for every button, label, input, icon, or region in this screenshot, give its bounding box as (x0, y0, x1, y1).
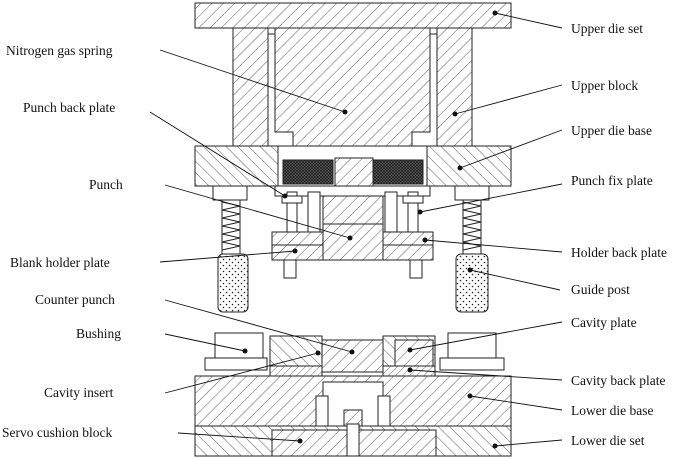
label-blank-holder-plate: Blank holder plate (10, 255, 110, 270)
dot-punch (347, 235, 353, 241)
leader-servo-cushion-block (177, 432, 301, 442)
dot-lower-die-set (492, 443, 498, 449)
leader-blank-holder-plate (159, 250, 296, 263)
upper-block-left-part (232, 27, 269, 147)
cavity-insert-top-left (394, 339, 434, 367)
holder-back-plate-part (382, 231, 434, 261)
dot-servo-cushion-block (297, 438, 303, 444)
label-punch-fix-plate: Punch fix plate (571, 173, 653, 188)
cavity-plate-left-part (269, 335, 323, 367)
label-cavity-plate: Cavity plate (571, 315, 637, 330)
upper-block-right-part (436, 27, 473, 147)
dot-cavity-back-plate (407, 367, 413, 373)
cavity-insert-part (269, 365, 323, 377)
bushing-right-collar (439, 357, 505, 371)
label-bushing: Bushing (76, 326, 121, 341)
pressure-pad-left-part (282, 159, 334, 185)
coil-spring-left (221, 201, 241, 251)
dot-lower-die-base (467, 393, 473, 399)
leader-bushing (164, 333, 246, 352)
label-upper-die-set: Upper die set (571, 21, 643, 36)
guide-post-left-part (217, 253, 249, 313)
spring-rod-center-right-part (384, 191, 398, 233)
blank-holder-plate-part (271, 231, 324, 261)
upper-die-set-part (194, 2, 512, 29)
leader-holder-back-plate (424, 239, 563, 253)
leader-punch-fix-plate (419, 183, 563, 213)
ejector-pin-right (377, 395, 391, 427)
leader-upper-die-base (459, 129, 563, 169)
leader-punch-back-plate (149, 111, 286, 197)
stop-pin-right-part (409, 259, 423, 279)
leader-lower-die-base (469, 395, 563, 411)
leader-punch (164, 184, 351, 239)
bushing-left-collar (204, 357, 268, 371)
punch-back-plate-part (334, 157, 374, 187)
rod-head-right (402, 195, 424, 204)
dot-cavity-insert (315, 350, 321, 356)
label-upper-die-base: Upper die base (571, 123, 652, 138)
leader-counter-punch (164, 299, 353, 353)
leader-cavity-insert (164, 352, 319, 394)
label-nitrogen-gas-spring: Nitrogen gas spring (6, 43, 113, 58)
ejector-pin-left (315, 395, 329, 427)
leader-upper-die-set (494, 12, 563, 29)
leader-upper-block (454, 84, 563, 115)
label-counter-punch: Counter punch (35, 292, 115, 307)
leader-lower-die-set (494, 439, 563, 447)
coil-spring-right (462, 201, 482, 251)
label-cavity-insert: Cavity insert (44, 385, 114, 400)
nitrogen-gas-spring-part (274, 27, 431, 147)
dot-upper-block (452, 111, 458, 117)
label-punch-back-plate: Punch back plate (23, 100, 115, 115)
label-punch: Punch (89, 177, 123, 192)
leader-cavity-back-plate (409, 369, 563, 381)
dot-punch-back-plate (282, 193, 288, 199)
label-guide-post: Guide post (571, 282, 630, 297)
dot-punch-fix-plate (417, 209, 423, 215)
dot-blank-holder-plate (292, 248, 298, 254)
leader-guide-post (469, 269, 561, 291)
pressure-pad-right-part (372, 159, 424, 185)
dot-guide-post (467, 267, 473, 273)
dot-upper-die-base (457, 165, 463, 171)
labels-left: Nitrogen gas spring Punch back plate Pun… (2, 43, 123, 440)
dot-counter-punch (349, 349, 355, 355)
dot-bushing (242, 348, 248, 354)
leader-cavity-plate (409, 321, 563, 351)
dot-upper-die-set (492, 10, 498, 16)
punch-fix-plate-part (274, 185, 431, 197)
label-upper-block: Upper block (571, 78, 638, 93)
upper-die-group (194, 2, 512, 313)
punch-part (322, 195, 384, 261)
leader-dots (242, 10, 498, 449)
lower-die-group (194, 332, 512, 457)
labels-right: Upper die set Upper block Upper die base… (571, 21, 667, 448)
counter-punch-part (321, 339, 384, 373)
label-lower-die-base: Lower die base (571, 403, 653, 418)
rod-head-left (281, 195, 303, 204)
label-holder-back-plate: Holder back plate (571, 245, 667, 260)
spring-housing-right (454, 185, 490, 201)
label-cavity-back-plate: Cavity back plate (571, 373, 665, 388)
servo-cushion-center (346, 423, 360, 457)
leader-nitrogen-gas-spring (159, 49, 346, 113)
dot-holder-back-plate (422, 237, 428, 243)
stop-pin-left-part (283, 259, 297, 279)
spring-housing-left (212, 185, 248, 201)
spring-rod-center-left-part (307, 191, 321, 233)
dot-nitrogen-gas-spring (342, 109, 348, 115)
leader-lines (149, 12, 563, 447)
label-lower-die-set: Lower die set (571, 433, 645, 448)
guide-post-right-part (455, 253, 489, 313)
label-servo-cushion-block: Servo cushion block (2, 425, 112, 440)
dot-cavity-plate (407, 347, 413, 353)
